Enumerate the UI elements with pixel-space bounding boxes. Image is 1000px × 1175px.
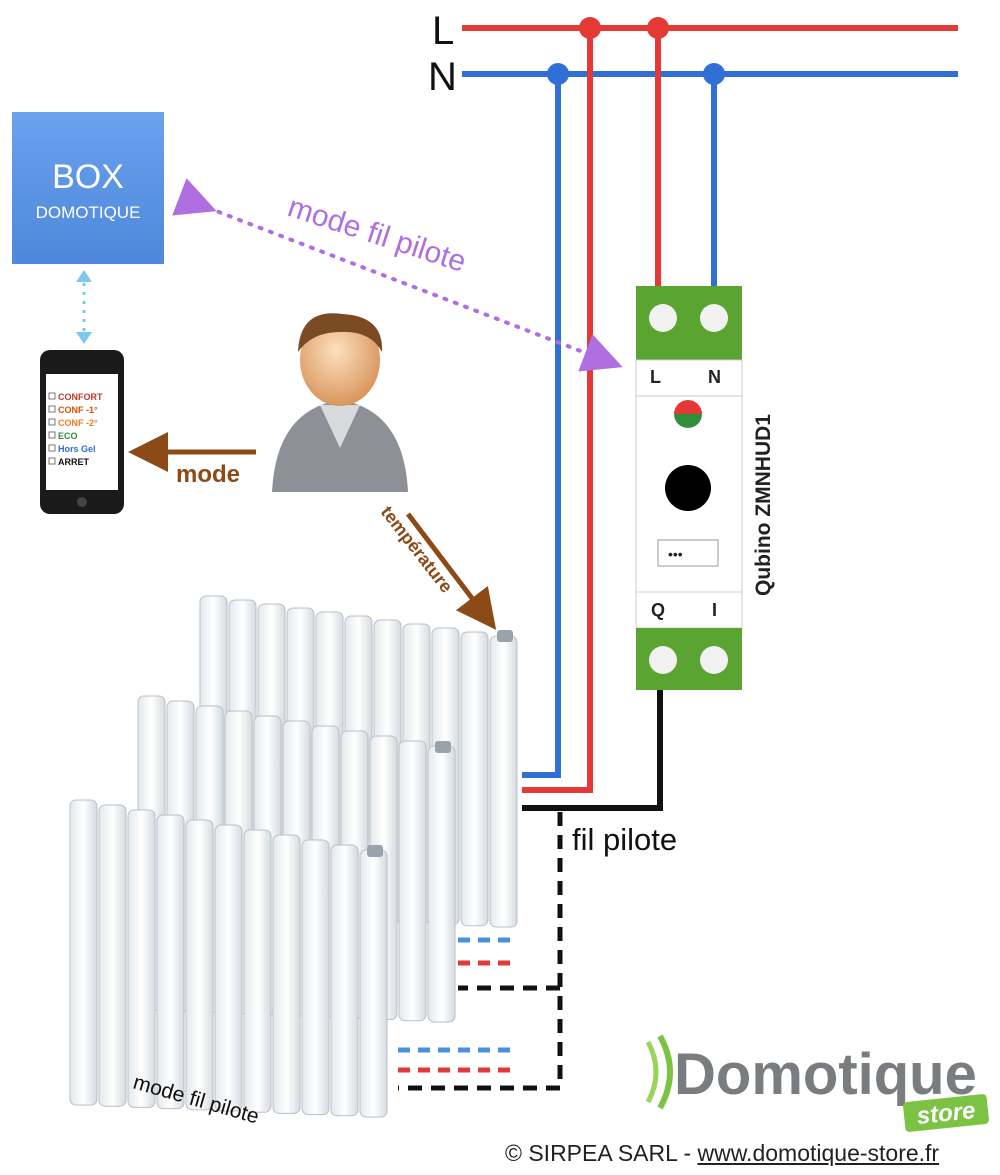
fil-pilote-label: fil pilote <box>572 822 677 857</box>
box-subtitle: DOMOTIQUE <box>36 203 141 222</box>
radiator-fin <box>214 824 243 1112</box>
radiator-fin <box>301 839 330 1116</box>
radiator-fin <box>98 804 127 1107</box>
mode-checkbox[interactable] <box>48 392 56 400</box>
temperature-arrow <box>406 512 497 630</box>
terminal-i-label: I <box>712 600 717 620</box>
pilot-wire-dashed <box>398 812 563 1091</box>
terminal-screw-i <box>700 646 728 674</box>
dots-text: ••• <box>668 546 683 562</box>
mode-option-label: Hors Gel <box>58 444 96 454</box>
mode-arrow-label: mode <box>176 461 240 488</box>
mode-checkbox[interactable] <box>48 457 56 465</box>
mode-fil-pilote-arrow <box>172 178 623 372</box>
status-led <box>674 400 702 414</box>
push-button[interactable] <box>665 465 711 511</box>
radiator-front <box>69 799 388 1118</box>
mode-option-label: CONFORT <box>58 392 103 402</box>
radiator-fin <box>427 745 456 1023</box>
mode-checkbox[interactable] <box>48 405 56 413</box>
brand-name: Domotique <box>674 1042 977 1107</box>
mode-option-label: CONF -2° <box>58 418 98 428</box>
qubino-module: L N ••• Q I <box>635 286 743 690</box>
radiator-valve <box>497 630 513 642</box>
neutral-label: N <box>428 55 457 99</box>
radiator-fin <box>69 799 98 1106</box>
radiator-fin <box>398 740 427 1022</box>
terminal-n-label: N <box>708 367 721 387</box>
radiator-fin <box>460 631 489 927</box>
copyright-text: © SIRPEA SARL - <box>505 1140 698 1166</box>
copyright-footer: © SIRPEA SARL - www.domotique-store.fr <box>505 1140 939 1167</box>
radiator-valve <box>367 845 383 857</box>
mode-checkbox[interactable] <box>48 444 56 452</box>
radiator-valve <box>435 741 451 753</box>
terminal-screw-n <box>700 304 728 332</box>
radiator-fin <box>156 814 185 1110</box>
neutral-drop-radiator <box>522 74 561 778</box>
terminal-screw-l <box>649 304 677 332</box>
terminal-l-label: L <box>650 367 661 387</box>
mode-option-label: CONF -1° <box>58 405 98 415</box>
website-link[interactable]: www.domotique-store.fr <box>697 1140 940 1166</box>
radiator-fin <box>489 635 518 928</box>
smartphone <box>40 350 124 514</box>
terminal-screw-q <box>649 646 677 674</box>
mode-fil-pilote-top-label: mode fil pilote <box>284 190 470 279</box>
brand-tag: store <box>915 1097 976 1130</box>
radiator-fin <box>359 849 388 1118</box>
radiator-fin <box>127 809 156 1108</box>
domotique-store-logo: Domotique store <box>645 1034 989 1132</box>
radiator-fin <box>185 819 214 1111</box>
radiator-fin <box>272 834 301 1114</box>
user-avatar <box>272 313 408 492</box>
dots-panel <box>657 539 719 567</box>
radiator-fin <box>330 844 359 1117</box>
terminal-q-label: Q <box>651 600 665 620</box>
pilot-wire <box>522 690 663 811</box>
mode-option-label: ARRET <box>58 457 90 467</box>
mode-checkbox[interactable] <box>48 431 56 439</box>
module-model-label: Qubino ZMNHUD1 <box>752 414 775 596</box>
temperature-arrow-label: température <box>377 502 457 596</box>
box-title: BOX <box>52 158 124 196</box>
line-label: L <box>432 9 454 53</box>
box-domotique: BOX DOMOTIQUE <box>12 112 164 264</box>
radiator-fin <box>243 829 272 1113</box>
mode-option-label: ECO <box>58 431 78 441</box>
mode-checkbox[interactable] <box>48 418 56 426</box>
